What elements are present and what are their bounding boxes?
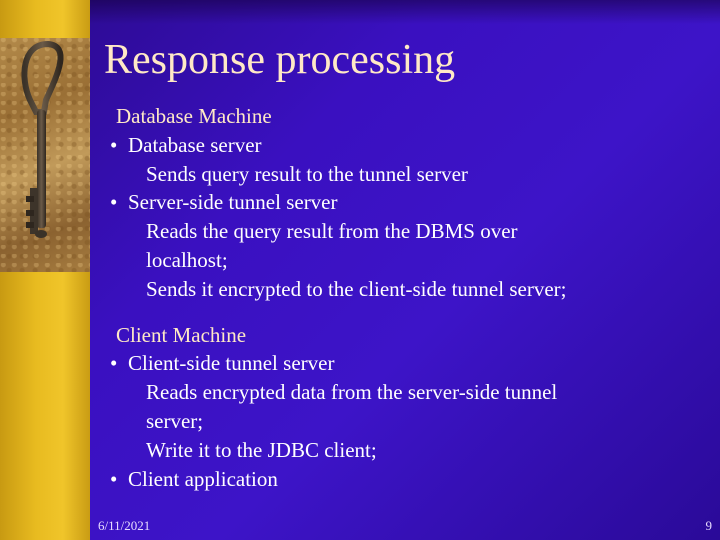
bullet-text: Server-side tunnel server — [128, 190, 338, 215]
sub-item: Write it to the JDBC client; — [146, 437, 377, 462]
bullet-client-application: • Client application — [104, 465, 704, 494]
sub-item: Reads encrypted data from the server-sid… — [146, 380, 558, 405]
page-number: 9 — [705, 518, 713, 533]
slide-title: Response processing — [104, 37, 456, 83]
bullet-glyph: • — [110, 190, 118, 215]
bullet-server-side-tunnel: • Server-side tunnel server — [104, 188, 704, 217]
section-heading-client-machine: Client Machine — [116, 322, 247, 347]
top-shadow — [90, 0, 720, 24]
bullet-text: Client-side tunnel server — [128, 351, 335, 376]
sub-item: Sends query result to the tunnel server — [146, 161, 468, 186]
key-icon — [21, 40, 64, 238]
footer-date: 6/11/2021 — [98, 518, 151, 533]
sub-item: Reads the query result from the DBMS ove… — [146, 219, 518, 244]
sub-item: server; — [146, 408, 204, 433]
sub-item: Sends it encrypted to the client-side tu… — [146, 276, 567, 301]
bullet-client-side-tunnel: • Client-side tunnel server — [104, 349, 704, 378]
bullet-database-server: • Database server — [104, 131, 704, 160]
bullet-glyph: • — [110, 351, 118, 376]
bullet-glyph: • — [110, 132, 118, 157]
slide-body: Database Machine • Database server Sends … — [104, 102, 704, 493]
bullet-text: Client application — [128, 466, 278, 491]
bullet-text: Database server — [128, 132, 262, 157]
key-image — [0, 38, 90, 272]
bullet-glyph: • — [110, 466, 118, 491]
sub-item: localhost; — [146, 247, 228, 272]
section-heading-database-machine: Database Machine — [116, 104, 272, 128]
